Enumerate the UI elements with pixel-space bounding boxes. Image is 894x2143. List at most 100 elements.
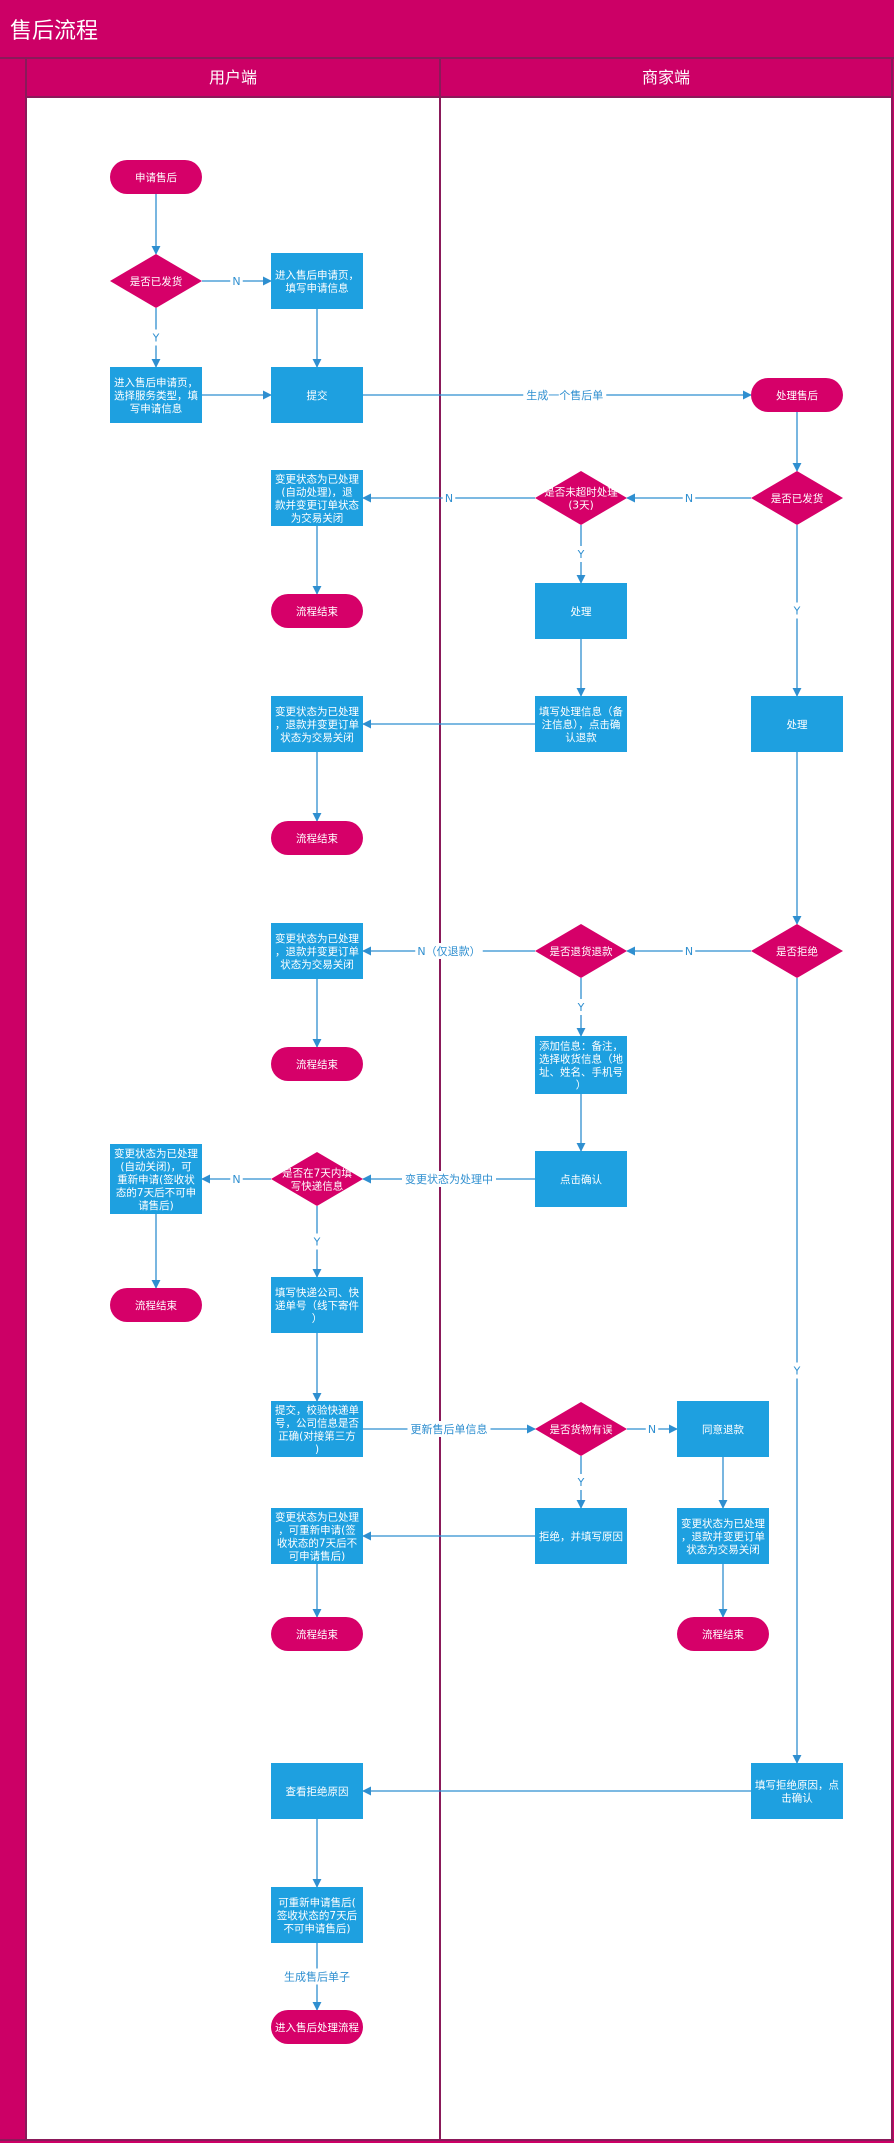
node-goods-q: 是否货物有误: [535, 1402, 627, 1456]
edge-label-bg: [574, 546, 588, 562]
node-change2: 变更状态为已处理，退款并变更订单状态为交易关闭: [271, 696, 363, 752]
node-label: 提交，校验快递单号，公司信息是否正确(对接第三方): [275, 1404, 359, 1456]
edge-label-bg: [230, 1171, 243, 1187]
node-label: 可重新申请售后(签收状态的7天后不可申请售后): [277, 1896, 357, 1935]
node-label: 填写拒绝原因，点击确认: [755, 1779, 839, 1805]
edge-label-N: N: [685, 945, 693, 958]
edge-label-refund_only: N（仅退款）: [417, 944, 480, 958]
node-label: 变更状态为已处理，退款并变更订单状态为交易关闭: [275, 705, 359, 744]
edge-label-bg: [281, 1968, 353, 1985]
node-change3: 变更状态为已处理，退款并变更订单状态为交易关闭: [271, 923, 363, 979]
decision-diamond: [535, 924, 627, 978]
terminal-pill: [751, 378, 843, 412]
node-process2: 处理: [751, 696, 843, 752]
edge-label-Y: Y: [577, 548, 585, 561]
process-box: [271, 696, 363, 752]
node-label: 流程结束: [135, 1299, 177, 1312]
process-box: [271, 1887, 363, 1943]
node-label: 进入售后处理流程: [275, 2021, 359, 2034]
edge-label-to_processing: 变更状态为处理中: [405, 1172, 493, 1186]
node-label: 添加信息：备注，选择收货信息（地址、姓名、手机号）: [539, 1040, 623, 1092]
terminal-pill: [677, 1617, 769, 1651]
edge-label-bg: [790, 602, 804, 619]
edge-label-N: N: [232, 1173, 240, 1186]
process-box: [271, 1508, 363, 1564]
node-fill-courier: 填写快递公司、快递单号（线下寄件）: [271, 1277, 363, 1333]
terminal-pill: [110, 160, 202, 194]
node-end5: 流程结束: [271, 1617, 363, 1651]
edge-label-Y: Y: [793, 1365, 801, 1378]
edge-label-bg: [415, 943, 483, 959]
edge-label-bg: [230, 273, 243, 289]
edge-label-gen_order: 生成一个售后单: [526, 388, 603, 402]
terminal-pill: [110, 1288, 202, 1322]
edge-label-Y: Y: [793, 605, 801, 618]
node-return-q: 是否退货退款: [535, 924, 627, 978]
process-box: [271, 1277, 363, 1333]
node-enter-flow: 进入售后处理流程: [271, 2010, 363, 2044]
node-label: 查看拒绝原因: [286, 1785, 349, 1798]
node-timeout-q: 是否未超时处理(3天): [535, 471, 627, 525]
edge-label-bg: [682, 490, 696, 506]
node-apply: 申请售后: [110, 160, 202, 194]
node-agree-refund: 同意退款: [677, 1401, 769, 1457]
process-box: [535, 1508, 627, 1564]
process-box: [271, 1763, 363, 1819]
process-box: [535, 583, 627, 639]
node-label: 变更状态为已处理，可重新申请(签收状态的7天后不可申请售后): [275, 1511, 359, 1563]
decision-diamond: [535, 1402, 627, 1456]
terminal-pill: [271, 1617, 363, 1651]
node-label: 进入售后申请页，选择服务类型，填写申请信息: [114, 376, 198, 415]
decision-diamond: [535, 471, 627, 525]
node-label: 处理: [571, 606, 592, 618]
terminal-pill: [271, 2010, 363, 2044]
lane-header-merchant: 商家端: [642, 68, 690, 87]
node-label: 流程结束: [296, 832, 338, 845]
process-box: [271, 253, 363, 309]
process-box: [110, 1144, 202, 1214]
edge-label-Y: Y: [577, 1476, 585, 1489]
node-label: 处理售后: [776, 389, 818, 402]
node-enter-page: 进入售后申请页，填写申请信息: [271, 253, 363, 309]
process-box: [751, 1763, 843, 1819]
node-label: 是否未超时处理(3天): [544, 486, 618, 512]
edge-label-bg: [790, 1362, 804, 1379]
node-click-confirm: 点击确认: [535, 1151, 627, 1207]
lane-header-user: 用户端: [209, 68, 257, 87]
node-end6: 流程结束: [677, 1617, 769, 1651]
node-reapply: 可重新申请售后(签收状态的7天后不可申请售后): [271, 1887, 363, 1943]
process-box: [535, 1151, 627, 1207]
edge-label-N: N: [685, 492, 693, 505]
process-box: [677, 1508, 769, 1564]
node-label: 提交: [307, 389, 328, 402]
node-label: 填写快递公司、快递单号（线下寄件）: [275, 1286, 359, 1325]
edge-label-update_order: 更新售后单信息: [411, 1422, 488, 1436]
node-end3: 流程结束: [271, 1047, 363, 1081]
node-end2: 流程结束: [271, 821, 363, 855]
node-label: 申请售后: [135, 171, 177, 184]
process-box: [751, 696, 843, 752]
node-change5: 变更状态为已处理，可重新申请(签收状态的7天后不可申请售后): [271, 1508, 363, 1564]
node-label: 流程结束: [702, 1628, 744, 1641]
process-box: [677, 1401, 769, 1457]
edge-label-Y: Y: [152, 332, 160, 345]
edge-label-bg: [574, 1474, 588, 1490]
process-box: [110, 367, 202, 423]
process-box: [535, 1036, 627, 1094]
node-end1: 流程结束: [271, 594, 363, 628]
node-fill-reject: 填写拒绝原因，点击确认: [751, 1763, 843, 1819]
node-label: 流程结束: [296, 1058, 338, 1071]
process-box: [535, 696, 627, 752]
page-title: 售后流程: [10, 19, 98, 44]
node-label: 是否货物有误: [550, 1423, 613, 1436]
terminal-pill: [271, 821, 363, 855]
node-label: 是否已发货: [771, 492, 824, 505]
node-label: 是否在7天内填写快递信息: [282, 1167, 352, 1193]
node-view-reason: 查看拒绝原因: [271, 1763, 363, 1819]
node-label: 处理: [787, 719, 808, 731]
node-handle-start: 处理售后: [751, 378, 843, 412]
